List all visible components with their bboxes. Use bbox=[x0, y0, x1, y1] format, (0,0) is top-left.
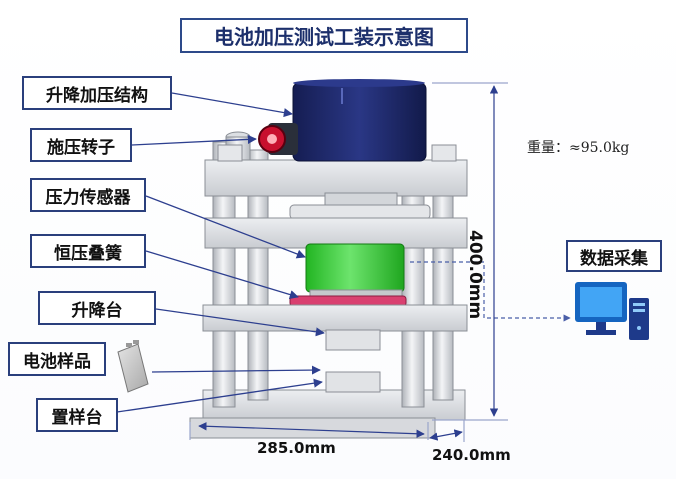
diagram-title: 电池加压测试工装示意图 bbox=[180, 18, 468, 53]
top-plate bbox=[204, 144, 468, 197]
sample-table-block bbox=[325, 371, 381, 393]
battery-pouch-icon bbox=[117, 340, 149, 393]
spring-stack bbox=[305, 243, 405, 299]
height-dimension-label: 400.0mm bbox=[465, 230, 485, 320]
label-battery: 电池样品 bbox=[8, 342, 106, 376]
height-dimension bbox=[432, 82, 508, 421]
leader-lines bbox=[116, 92, 325, 413]
label-sensor: 压力传感器 bbox=[30, 178, 146, 212]
label-data-acq: 数据采集 bbox=[566, 240, 662, 272]
depth-dimension bbox=[429, 420, 465, 442]
desktop-computer-icon bbox=[575, 282, 649, 340]
lift-table-plate bbox=[202, 304, 468, 351]
sensor-plate bbox=[204, 217, 468, 249]
label-sample-table: 置样台 bbox=[36, 398, 118, 432]
width-dimension-label: 285.0mm bbox=[257, 439, 336, 457]
label-spring: 恒压叠簧 bbox=[30, 234, 146, 268]
pressure-rotor bbox=[258, 123, 298, 155]
label-lift-table: 升降台 bbox=[38, 291, 156, 325]
data-line bbox=[410, 261, 571, 322]
depth-dimension-label: 240.0mm bbox=[432, 446, 511, 464]
label-rotor: 施压转子 bbox=[30, 128, 132, 162]
lift-press-motor bbox=[292, 79, 427, 162]
width-dimension bbox=[189, 422, 429, 440]
label-lift-press: 升降加压结构 bbox=[22, 76, 172, 110]
upper-disk bbox=[289, 192, 431, 220]
weight-readout: 重量：≈95.0kg bbox=[527, 140, 630, 156]
